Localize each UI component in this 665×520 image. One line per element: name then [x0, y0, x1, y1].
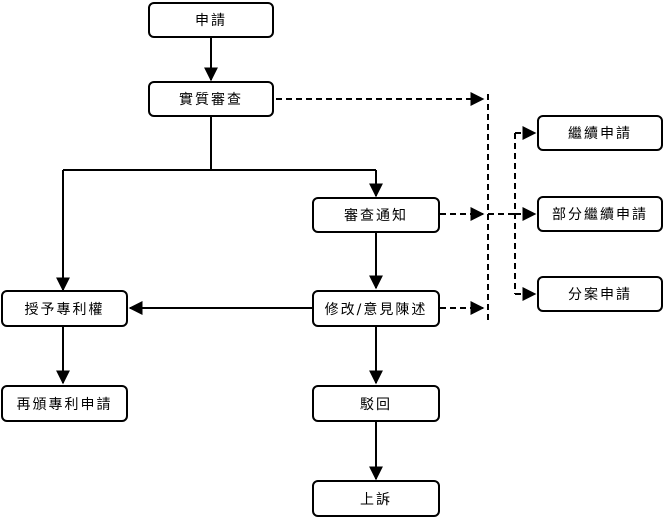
node-continuation: 繼續申請 [537, 115, 663, 151]
edge-examination-split [63, 117, 376, 170]
node-substantive-examination: 實質審查 [148, 81, 274, 117]
node-grant-patent: 授予專利權 [1, 290, 128, 327]
node-examination-notice: 審查通知 [312, 197, 440, 233]
node-divisional: 分案申請 [537, 276, 663, 312]
node-amendment-response: 修改/意見陳述 [312, 290, 440, 327]
node-appeal: 上訴 [312, 480, 440, 517]
node-rejection: 駁回 [312, 385, 440, 422]
node-continuation-in-part: 部分繼續申請 [537, 196, 663, 232]
node-application: 申請 [148, 2, 274, 38]
node-reissue-application: 再頒專利申請 [1, 385, 128, 422]
